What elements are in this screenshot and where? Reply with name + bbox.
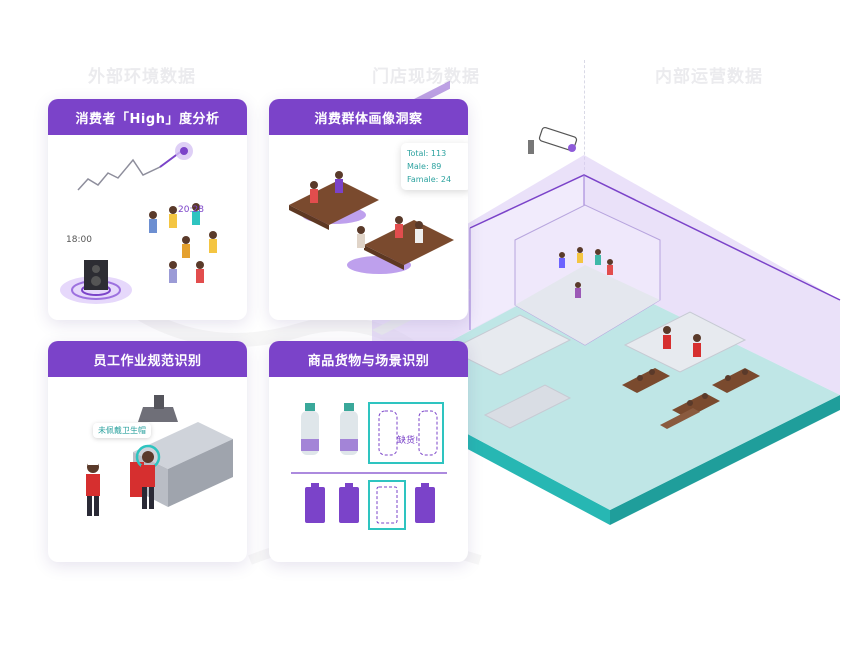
section-label-external: 外部环境数据 (88, 67, 196, 87)
high-index-trend-line (77, 149, 184, 191)
card-staff[interactable]: 员工作业规范识别 未佩戴卫生帽 (48, 341, 247, 562)
bottle-product (301, 403, 319, 455)
time-end-label: 20:28 (178, 205, 204, 215)
chart-peak-icon (175, 142, 193, 160)
card-goods[interactable]: 商品货物与场景识别 (269, 341, 468, 562)
stage-dancers (559, 247, 613, 298)
empty-slot-highlight (368, 402, 444, 464)
dancing-crowd (149, 203, 217, 283)
kitchen-counter (448, 314, 572, 376)
missing-hat-alert: 未佩戴卫生帽 (93, 423, 151, 438)
battery-product (415, 483, 435, 523)
battery-product (305, 483, 325, 523)
dining-tables (622, 368, 760, 429)
stat-male: Male: 89 (407, 162, 442, 171)
camera-icon (528, 126, 578, 154)
card-portrait[interactable]: 消费群体画像洞察 Total: 113 Male: 89 Famale: 24 (269, 99, 468, 320)
staff-illustration (86, 395, 233, 516)
stat-total: Total: 113 (407, 149, 447, 158)
bottle-product (340, 403, 358, 455)
card-staff-title: 员工作业规范识别 (48, 341, 247, 377)
empty-slot-highlight (368, 480, 406, 530)
goods-illustration (291, 402, 447, 530)
staff-worker-left (86, 461, 100, 516)
time-start-label: 18:00 (66, 235, 92, 245)
card-high-index-title: 消费者「High」度分析 (48, 99, 247, 135)
staff-worker-right (135, 444, 161, 509)
portrait-illustration (289, 171, 454, 274)
portrait-stats-box: Total: 113 Male: 89 Famale: 24 (401, 143, 468, 190)
card-high-index[interactable]: 消费者「High」度分析 (48, 99, 247, 320)
out-of-stock-label: 缺货! (397, 436, 419, 446)
section-label-store: 门店现场数据 (372, 67, 480, 87)
kitchen-staff (663, 326, 701, 357)
card-portrait-title: 消费群体画像洞察 (269, 99, 468, 135)
section-label-internal: 内部运营数据 (655, 67, 763, 87)
battery-product (339, 483, 359, 523)
high-index-illustration (60, 142, 217, 304)
section-divider (584, 60, 585, 170)
speaker-icon (60, 260, 132, 304)
stat-female: Famale: 24 (407, 175, 452, 184)
diners (637, 369, 748, 406)
card-goods-title: 商品货物与场景识别 (269, 341, 468, 377)
